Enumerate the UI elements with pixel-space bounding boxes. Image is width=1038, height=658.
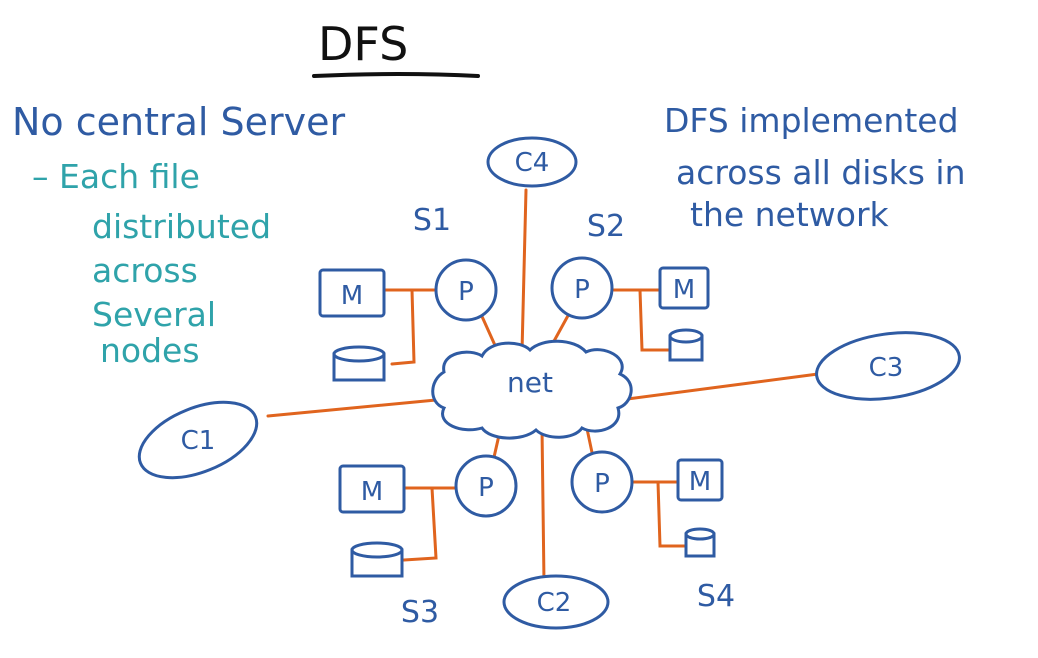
s4-label: S4 bbox=[697, 579, 735, 614]
client-c4-label: C4 bbox=[515, 148, 550, 178]
network-links bbox=[266, 188, 820, 584]
impl-line-1: DFS implemented bbox=[664, 101, 959, 140]
net-cloud: net bbox=[431, 339, 633, 440]
note-line-4: Several bbox=[92, 295, 216, 334]
server-s2: P M S2 bbox=[550, 209, 710, 362]
s4-disk-icon bbox=[684, 527, 716, 558]
s2-processor-label: P bbox=[574, 275, 590, 305]
s1-disk-icon bbox=[332, 345, 386, 382]
link-c1 bbox=[266, 398, 438, 418]
s1-label: S1 bbox=[413, 203, 451, 238]
s3-label: S3 bbox=[401, 595, 439, 630]
impl-block: DFS implemented across all disks in the … bbox=[664, 101, 966, 234]
s3-m-disk-link bbox=[402, 486, 438, 562]
client-c3-label: C3 bbox=[869, 353, 904, 383]
s4-m-disk-link bbox=[656, 480, 688, 548]
s2-memory-label: M bbox=[673, 275, 695, 305]
title: DFS bbox=[318, 17, 408, 71]
impl-line-3: the network bbox=[690, 195, 890, 234]
link-c3 bbox=[618, 372, 820, 402]
client-c1-label: C1 bbox=[181, 426, 216, 456]
client-c4 bbox=[486, 136, 578, 188]
s3-disk-icon bbox=[350, 541, 404, 578]
net-label: net bbox=[507, 366, 553, 399]
s4-memory-label: M bbox=[689, 467, 711, 497]
link-c4 bbox=[520, 188, 528, 354]
note-line-1: – Each file bbox=[32, 157, 200, 196]
s1-memory-label: M bbox=[341, 281, 363, 311]
s4-processor-label: P bbox=[594, 469, 610, 499]
server-s4: P M S4 bbox=[570, 450, 735, 614]
s2-disk-icon bbox=[668, 328, 704, 362]
note-line-5: nodes bbox=[100, 331, 200, 370]
s3-memory-box bbox=[338, 464, 406, 514]
s3-memory-label: M bbox=[361, 477, 383, 507]
s1-m-disk-link bbox=[390, 288, 416, 366]
s2-memory-box bbox=[658, 266, 710, 310]
s4-processor bbox=[570, 450, 634, 514]
note-block: – Each file distributed across Several n… bbox=[32, 157, 271, 370]
note-line-3: across bbox=[92, 251, 198, 290]
s3-processor-label: P bbox=[478, 473, 494, 503]
s3-processor bbox=[454, 454, 518, 518]
server-s1: M P S1 bbox=[318, 203, 498, 382]
s2-m-disk-link bbox=[638, 288, 672, 352]
server-s3: M P S3 bbox=[338, 454, 518, 630]
client-labels: C4 C1 C3 C2 bbox=[181, 148, 904, 618]
s1-processor-label: P bbox=[458, 277, 474, 307]
clients bbox=[137, 136, 961, 630]
s4-memory-box bbox=[676, 458, 724, 502]
impl-line-2: across all disks in bbox=[676, 153, 966, 192]
s1-processor bbox=[434, 258, 498, 322]
s1-memory-box bbox=[318, 268, 386, 318]
heading: No central Server bbox=[12, 100, 346, 144]
client-c2 bbox=[502, 574, 610, 630]
link-c2 bbox=[540, 426, 546, 584]
s2-label: S2 bbox=[587, 209, 625, 244]
net-cloud-shape bbox=[431, 339, 633, 440]
note-line-2: distributed bbox=[92, 207, 271, 246]
client-c3 bbox=[815, 331, 961, 401]
title-underline bbox=[312, 72, 480, 78]
client-c1 bbox=[137, 400, 259, 480]
s2-processor bbox=[550, 256, 614, 320]
client-c2-label: C2 bbox=[537, 588, 572, 618]
